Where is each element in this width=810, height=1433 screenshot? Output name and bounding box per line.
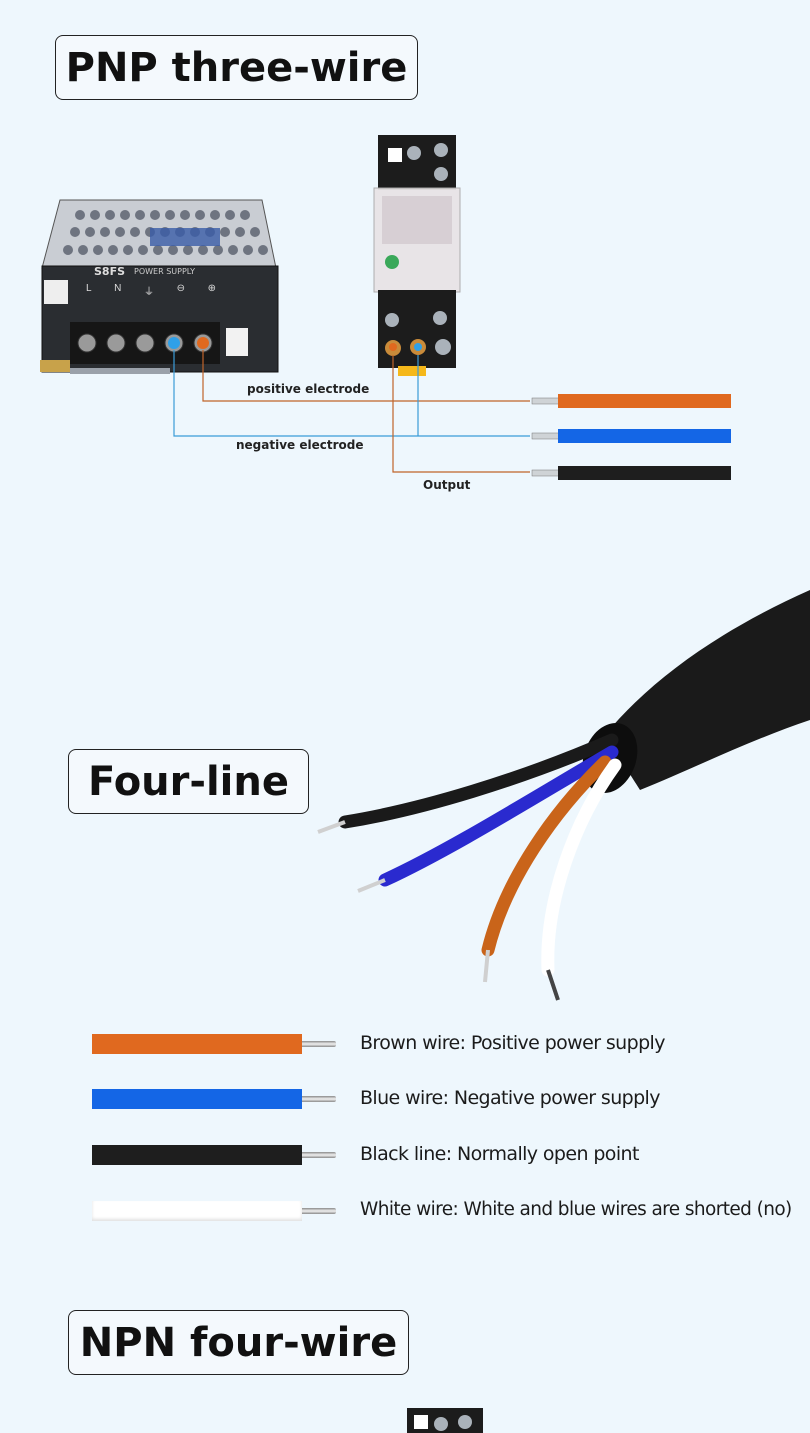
section-title-npn: NPN four-wire bbox=[68, 1310, 409, 1375]
legend-text-brown: Brown wire: Positive power supply bbox=[360, 1032, 665, 1054]
output-label: Output bbox=[423, 478, 471, 492]
negative-electrode-label: negative electrode bbox=[236, 438, 364, 452]
wire-tip bbox=[302, 1096, 336, 1102]
legend-row-brown: Brown wire: Positive power supply bbox=[92, 1032, 810, 1054]
wire-tip bbox=[302, 1152, 336, 1158]
power-supply-brand: S8FS bbox=[94, 265, 126, 278]
positive-electrode-label: positive electrode bbox=[247, 382, 370, 396]
wire-tip bbox=[302, 1208, 336, 1214]
section-title-four-line: Four-line bbox=[68, 749, 309, 814]
pnp-wire-black bbox=[531, 466, 731, 480]
npn-relay-image bbox=[407, 1408, 483, 1433]
pnp-wire-brown bbox=[531, 394, 731, 408]
legend-text-white: White wire: White and blue wires are sho… bbox=[360, 1199, 792, 1220]
legend-row-white: White wire: White and blue wires are sho… bbox=[92, 1199, 810, 1221]
section-title-pnp: PNP three-wire bbox=[55, 35, 418, 100]
terminal-label-negative: ⊖ bbox=[176, 283, 185, 294]
blue-wire-swatch bbox=[92, 1089, 302, 1109]
four-wire-cable-image bbox=[317, 590, 810, 1001]
brown-wire-swatch bbox=[92, 1034, 302, 1054]
pnp-wire-blue bbox=[531, 429, 731, 443]
black-wire-swatch bbox=[92, 1145, 302, 1165]
legend-text-black: Black line: Normally open point bbox=[360, 1143, 639, 1165]
legend-text-blue: Blue wire: Negative power supply bbox=[360, 1087, 660, 1109]
terminal-label-ground: ⏚ bbox=[143, 287, 154, 298]
power-supply-label: POWER SUPPLY bbox=[134, 267, 196, 276]
legend-row-blue: Blue wire: Negative power supply bbox=[92, 1087, 810, 1109]
terminal-label-n: N bbox=[114, 283, 122, 294]
wire-tip bbox=[302, 1041, 336, 1047]
relay-image bbox=[373, 135, 461, 376]
terminal-label-positive: ⊕ bbox=[207, 283, 216, 294]
power-supply-image bbox=[40, 199, 279, 374]
legend-row-black: Black line: Normally open point bbox=[92, 1143, 810, 1165]
terminal-label-l: L bbox=[86, 283, 92, 294]
white-wire-swatch bbox=[92, 1201, 302, 1221]
terminal-labels: L N ⏚ ⊖ ⊕ bbox=[86, 283, 216, 298]
